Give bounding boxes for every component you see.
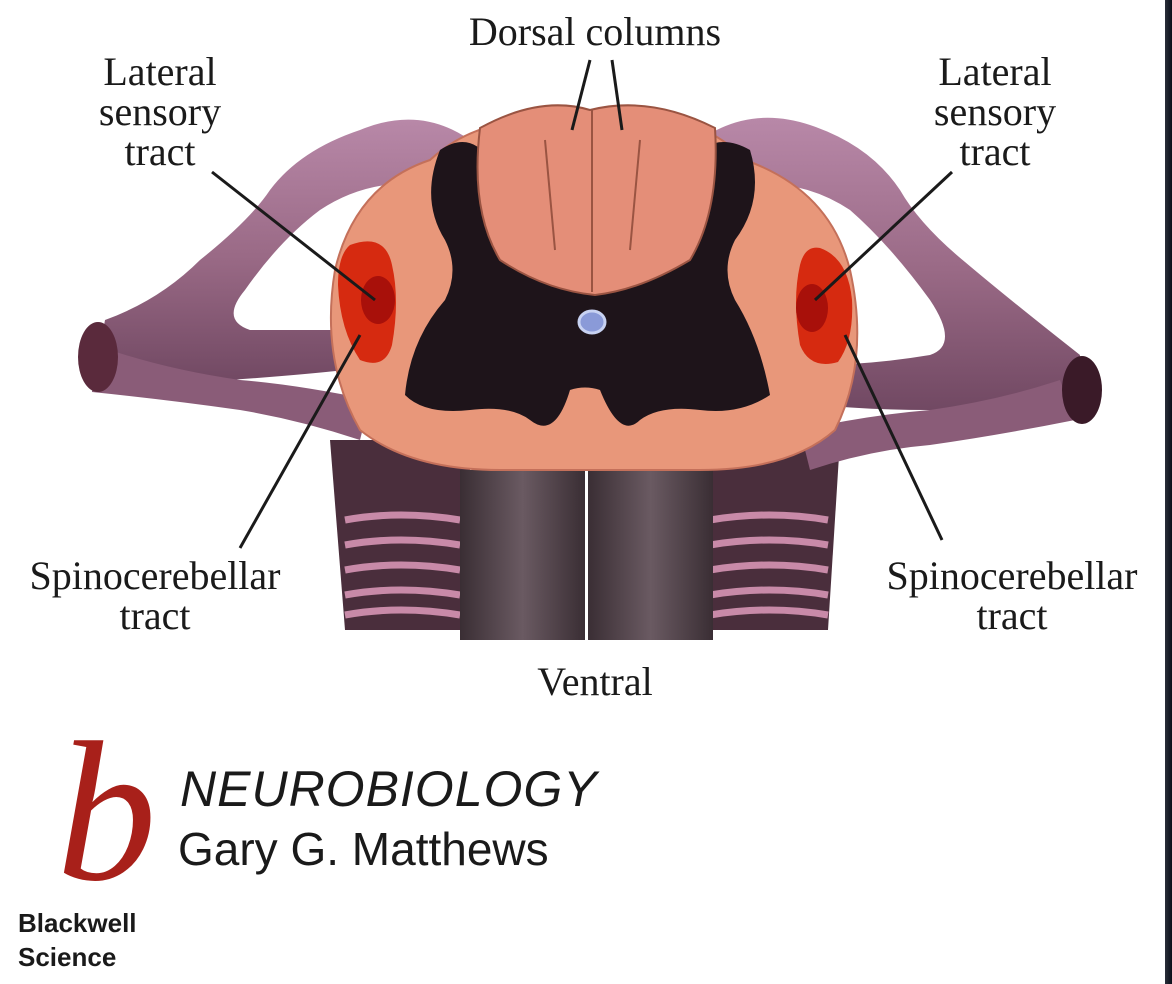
publisher-logo: b [44, 728, 169, 898]
label-spinocerebellar-right: Spinocerebellar tract [862, 556, 1162, 636]
label-lateral-sensory-left: Lateral sensory tract [60, 52, 260, 172]
label-ventral: Ventral [500, 662, 690, 702]
book-author: Gary G. Matthews [178, 826, 549, 872]
dorsal-columns [478, 105, 716, 295]
frame-edge [1165, 0, 1172, 984]
central-canal [579, 311, 605, 333]
publisher-name: Blackwell Science [18, 906, 158, 974]
label-dorsal-columns: Dorsal columns [430, 12, 760, 52]
ventral-cord-column [460, 470, 713, 640]
ventral-root-left [330, 440, 470, 630]
book-title: NEUROBIOLOGY [180, 764, 598, 814]
label-lateral-sensory-right: Lateral sensory tract [895, 52, 1095, 172]
lateral-sensory-tract-left [361, 276, 395, 324]
label-spinocerebellar-left: Spinocerebellar tract [0, 556, 310, 636]
